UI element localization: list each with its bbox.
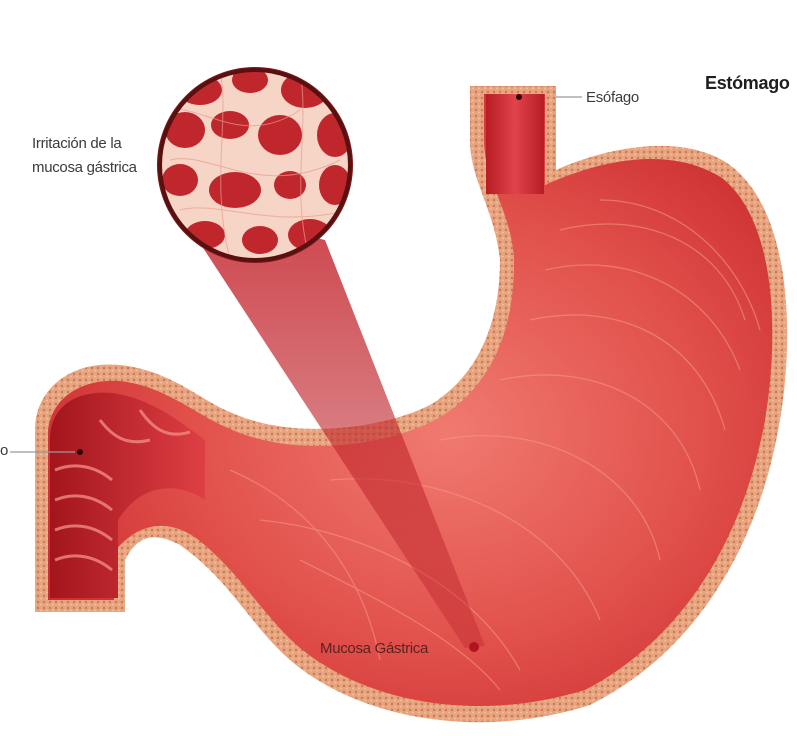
duodenum-label-partial: o — [0, 441, 8, 461]
irritation-label-line1: Irritación de la — [32, 134, 121, 154]
esophagus — [486, 94, 544, 194]
esophagus-marker — [516, 94, 522, 100]
duodenum-marker — [77, 449, 83, 455]
mucosa-label: Mucosa Gástrica — [320, 639, 428, 659]
title-label: Estómago — [705, 73, 790, 93]
mucosa-focus-point — [469, 642, 479, 652]
irritation-label-line2: mucosa gástrica — [32, 158, 137, 178]
esophagus-label: Esófago — [586, 88, 639, 108]
stomach-body — [48, 94, 772, 706]
zoom-circle — [150, 60, 370, 280]
